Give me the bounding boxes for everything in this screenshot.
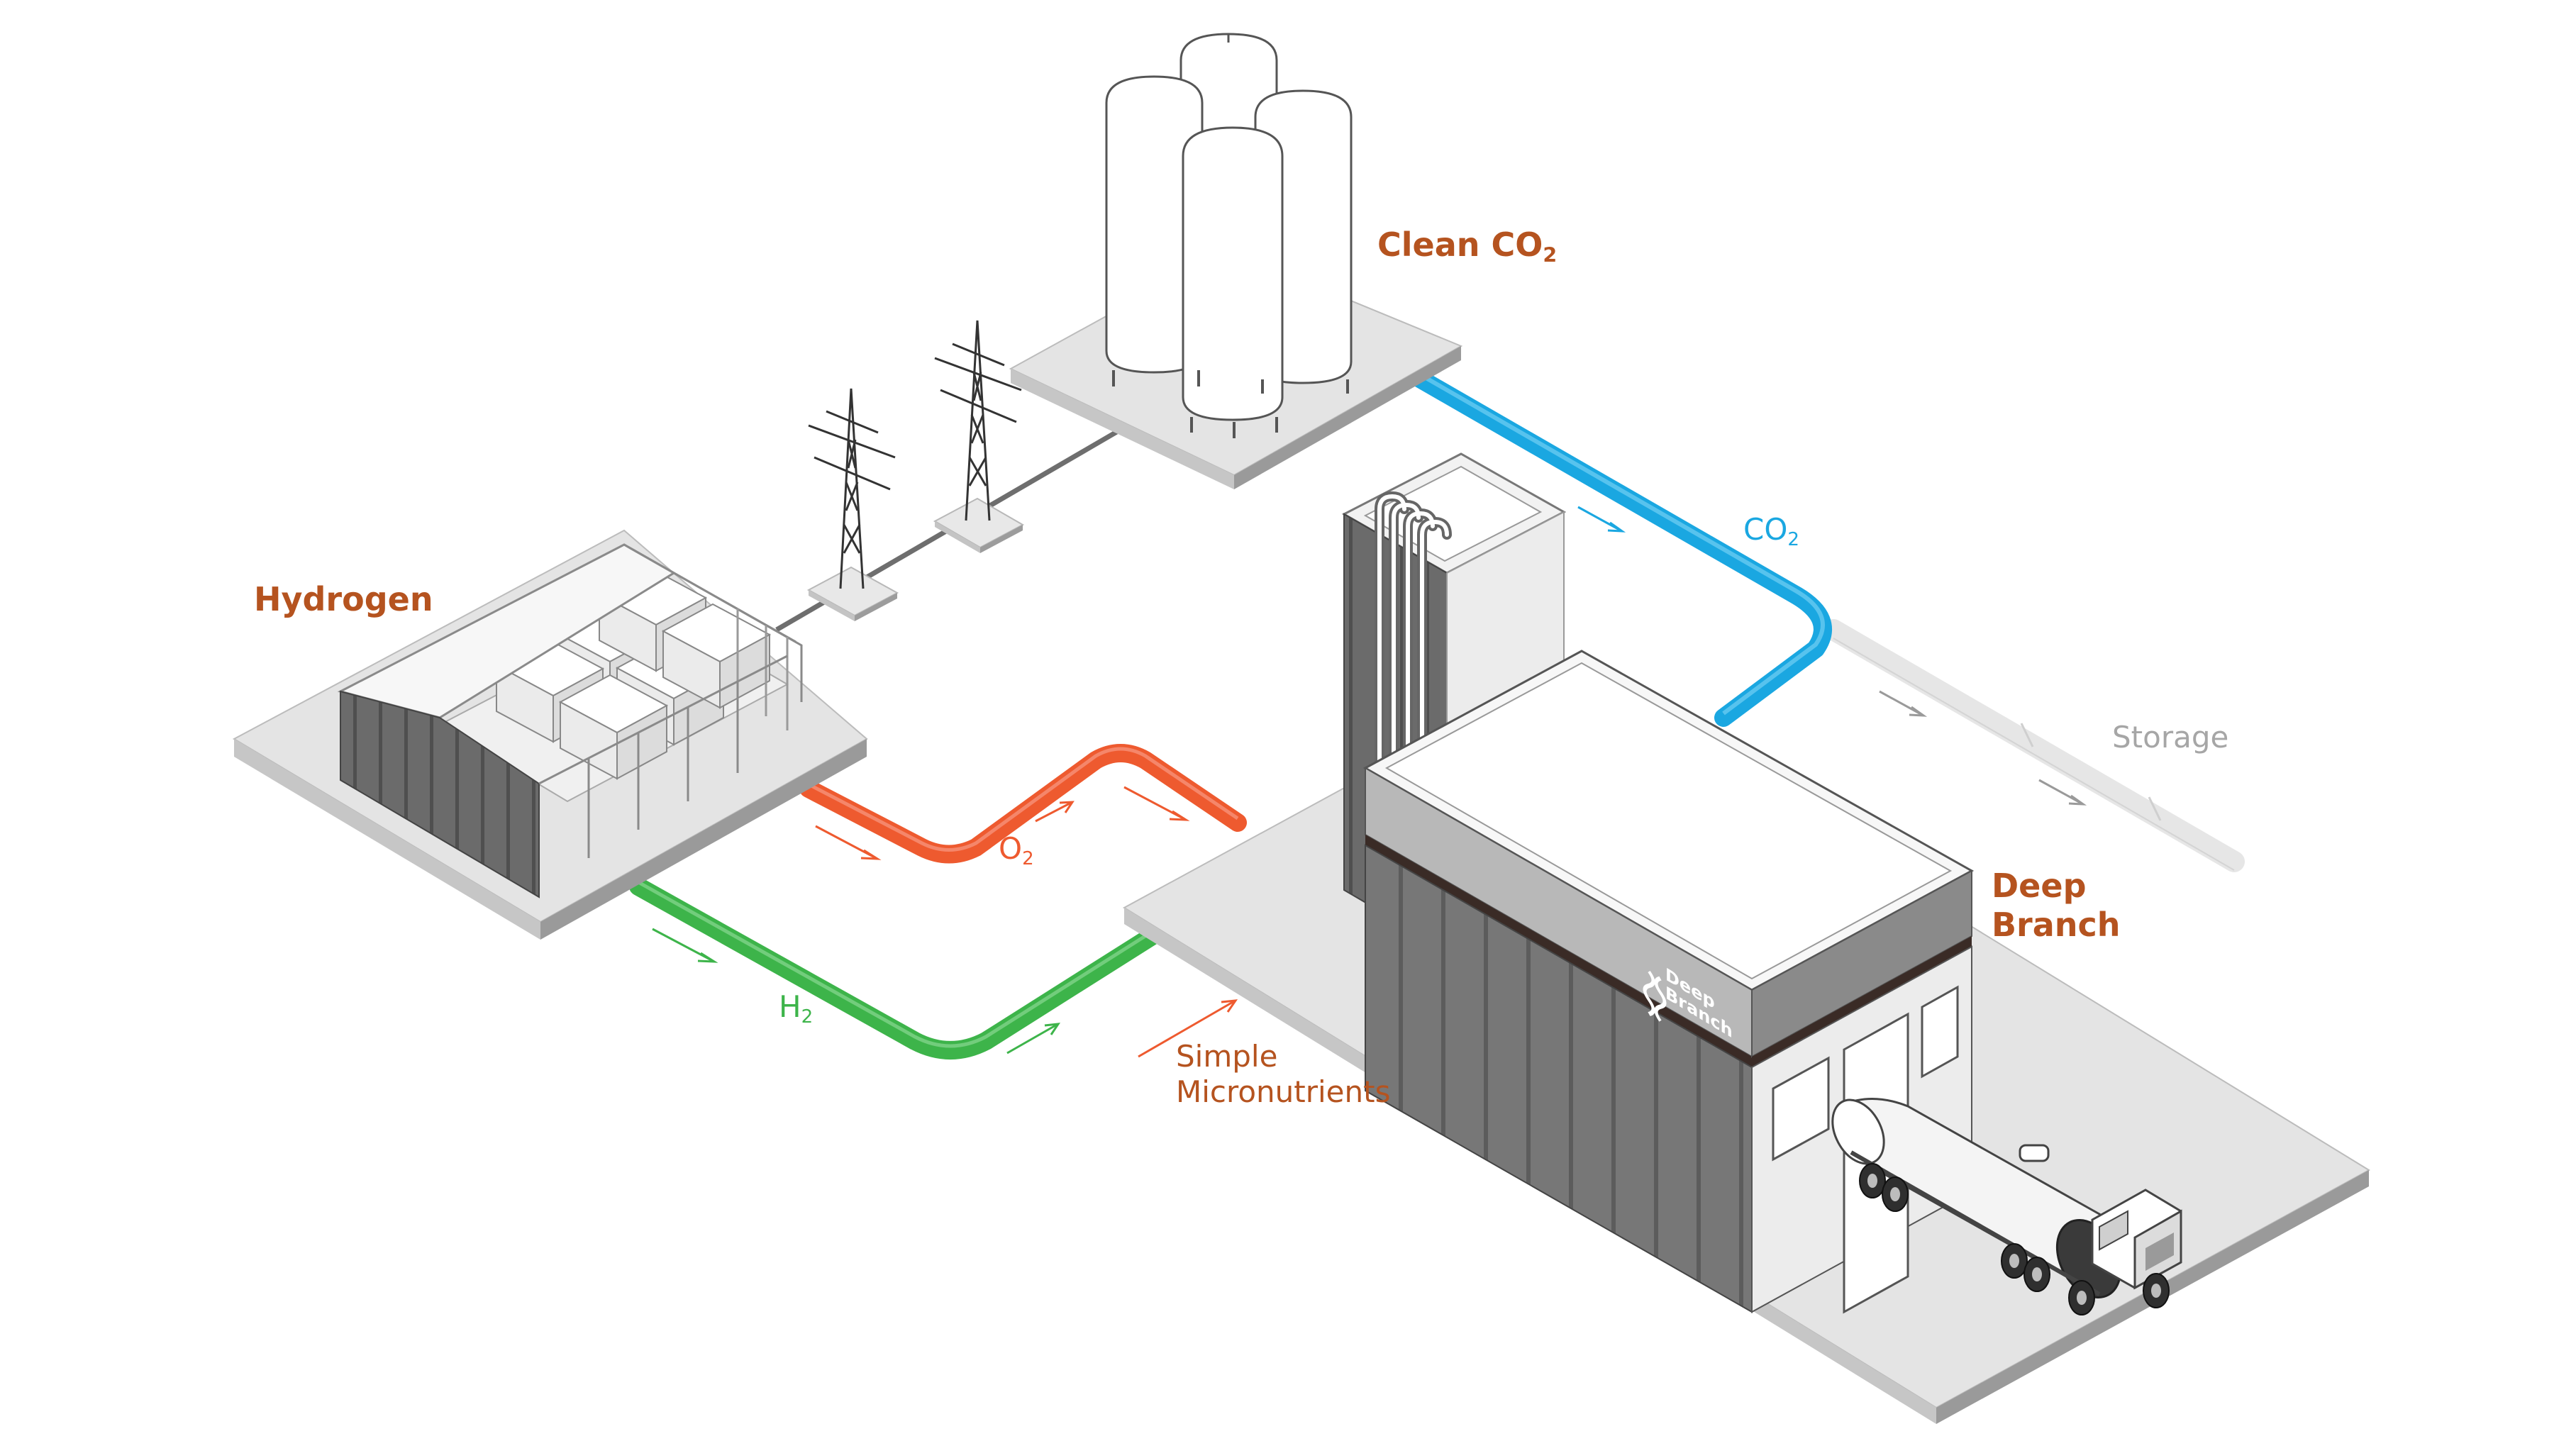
- flow-arrow-icon: [652, 928, 1061, 1055]
- label-h2-flow-main: H: [779, 989, 801, 1024]
- h2-pipe: [629, 877, 1172, 1059]
- label-hydrogen: Hydrogen: [254, 580, 433, 618]
- tank-icon: [1105, 33, 1353, 438]
- label-h2-flow: H2: [779, 989, 813, 1026]
- flow-arrows: [652, 506, 2087, 1058]
- co2-pipe: [1406, 367, 1832, 727]
- label-storage: Storage: [2112, 720, 2229, 755]
- hydrogen-building: [337, 543, 803, 898]
- label-co2-flow: CO2: [1743, 512, 1799, 550]
- o2-pipe: [799, 744, 1247, 864]
- flow-arrow-icon: [815, 786, 1238, 1058]
- label-deep-branch-line2: Branch: [1992, 906, 2121, 945]
- label-o2-flow: O2: [999, 831, 1034, 869]
- label-h2-flow-sub: 2: [801, 1006, 814, 1028]
- label-co2-flow-sub: 2: [1787, 528, 1799, 550]
- flow-arrow-icon: [1879, 690, 2087, 806]
- label-micronutrients: Simple Micronutrients: [1176, 1039, 1391, 1111]
- storage-pipe: [1823, 619, 2245, 872]
- pylon-icon: [806, 320, 1025, 621]
- label-co2-flow-main: CO: [1743, 512, 1788, 547]
- logo-icon: [1643, 971, 1667, 1022]
- label-deep-branch: Deep Branch: [1992, 867, 2121, 945]
- label-clean-co2-main: Clean CO: [1377, 226, 1543, 264]
- label-o2-flow-main: O: [999, 831, 1023, 866]
- flow-arrow-icon: [1577, 506, 1626, 533]
- truck-icon: [1831, 1098, 2182, 1315]
- label-deep-branch-line1: Deep: [1992, 867, 2087, 905]
- label-clean-co2-sub: 2: [1543, 243, 1558, 267]
- label-micronutrients-line1: Simple: [1176, 1039, 1278, 1074]
- label-micronutrients-line2: Micronutrients: [1176, 1074, 1391, 1110]
- label-o2-flow-sub: 2: [1022, 847, 1034, 869]
- label-clean-co2: Clean CO2: [1377, 226, 1558, 267]
